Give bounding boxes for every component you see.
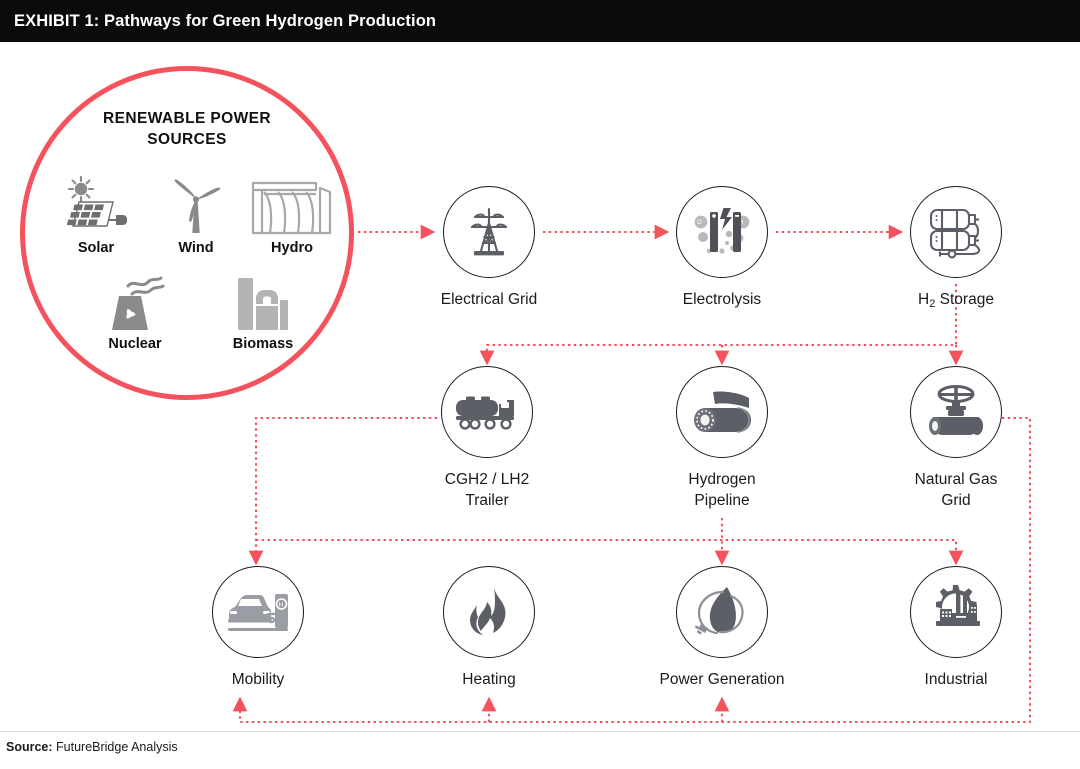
renewable-sources-title: RENEWABLE POWER SOURCES — [20, 108, 354, 150]
source-note: Source: FutureBridge Analysis — [6, 740, 178, 754]
h2-label-subscript: 2 — [929, 298, 936, 310]
source-label: Nuclear — [108, 336, 162, 352]
node-label: Mobility — [231, 671, 285, 688]
source-label: Source: — [6, 740, 53, 754]
node-label: Power Generation — [659, 671, 785, 688]
node-hydrogen-pipeline[interactable]: Hydrogen Pipeline — [622, 366, 822, 511]
renewable-title-line1: RENEWABLE POWER — [103, 110, 271, 127]
transmission-tower-icon — [470, 207, 508, 256]
node-circle — [910, 186, 1002, 278]
svg-text:H: H — [279, 602, 284, 609]
wind-turbine-icon — [144, 170, 248, 236]
node-heating[interactable]: Heating — [389, 566, 589, 690]
node-power-generation[interactable]: Power Generation — [622, 566, 822, 690]
svg-text:H: H — [739, 219, 743, 226]
flame-icon — [470, 586, 506, 635]
source-wind[interactable]: Wind — [144, 170, 248, 256]
source-label: Biomass — [232, 336, 294, 352]
node-label-line1: CGH2 / LH2 — [444, 471, 530, 488]
factory-gear-icon — [936, 585, 980, 626]
node-circle — [443, 186, 535, 278]
node-natural-gas-grid[interactable]: Natural Gas Grid — [856, 366, 1056, 511]
tanker-truck-icon — [456, 396, 514, 430]
node-label: Industrial — [924, 671, 988, 688]
footer-divider — [0, 731, 1080, 732]
h2-label-post: Storage — [935, 291, 994, 308]
page-title: EXHIBIT 1: Pathways for Green Hydrogen P… — [14, 11, 437, 30]
node-label-line2: Trailer — [465, 492, 509, 509]
source-hydro[interactable]: Hydro — [240, 170, 344, 256]
node-circle — [443, 566, 535, 658]
leaf-plug-icon — [694, 587, 744, 635]
node-label: Heating — [462, 671, 516, 688]
node-label: Hydrogen Pipeline — [622, 469, 822, 511]
source-solar[interactable]: Solar — [44, 170, 148, 256]
node-circle — [910, 566, 1002, 658]
renewable-title-line2: SOURCES — [147, 131, 227, 148]
source-nuclear[interactable]: Nuclear — [83, 266, 187, 352]
valve-icon — [929, 385, 983, 435]
node-label-line2: Pipeline — [694, 492, 750, 509]
node-label-line1: Hydrogen — [688, 471, 756, 488]
node-circle: H — [212, 566, 304, 658]
title-bar: EXHIBIT 1: Pathways for Green Hydrogen P… — [0, 0, 1080, 42]
node-circle — [910, 366, 1002, 458]
node-label: H2 Storage — [856, 289, 1056, 312]
node-circle — [676, 366, 768, 458]
node-industrial[interactable]: Industrial — [856, 566, 1056, 690]
node-label: CGH2 / LH2 Trailer — [387, 469, 587, 511]
node-label: Electrical Grid — [440, 291, 538, 308]
hydro-dam-icon — [240, 170, 344, 236]
nuclear-plant-icon — [83, 266, 187, 332]
node-mobility[interactable]: H Mobility — [158, 566, 358, 690]
source-biomass[interactable]: Biomass — [211, 266, 315, 352]
svg-text:O: O — [697, 219, 702, 226]
node-label-line1: Natural Gas — [914, 471, 998, 488]
node-circle — [676, 566, 768, 658]
biomass-plant-icon — [211, 266, 315, 332]
node-label-line2: Grid — [941, 492, 971, 509]
solar-panel-icon — [44, 170, 148, 236]
source-label: Solar — [77, 240, 115, 256]
source-label: Hydro — [271, 240, 313, 256]
node-electrical-grid[interactable]: Electrical Grid — [389, 186, 589, 310]
gas-cylinder-icon — [929, 208, 981, 259]
hydrogen-refueling-car-icon: H — [228, 594, 288, 631]
node-label: Electrolysis — [682, 291, 762, 308]
source-label: Wind — [178, 240, 214, 256]
node-cgh2-lh2-trailer[interactable]: CGH2 / LH2 Trailer — [387, 366, 587, 511]
h2-label-pre: H — [918, 291, 930, 308]
node-circle — [441, 366, 533, 458]
node-h2-storage[interactable]: H2 Storage — [856, 186, 1056, 312]
source-value: FutureBridge Analysis — [56, 740, 178, 754]
renewable-sources-group — [20, 66, 354, 400]
pipeline-icon — [694, 391, 751, 433]
node-label: Natural Gas Grid — [856, 469, 1056, 511]
